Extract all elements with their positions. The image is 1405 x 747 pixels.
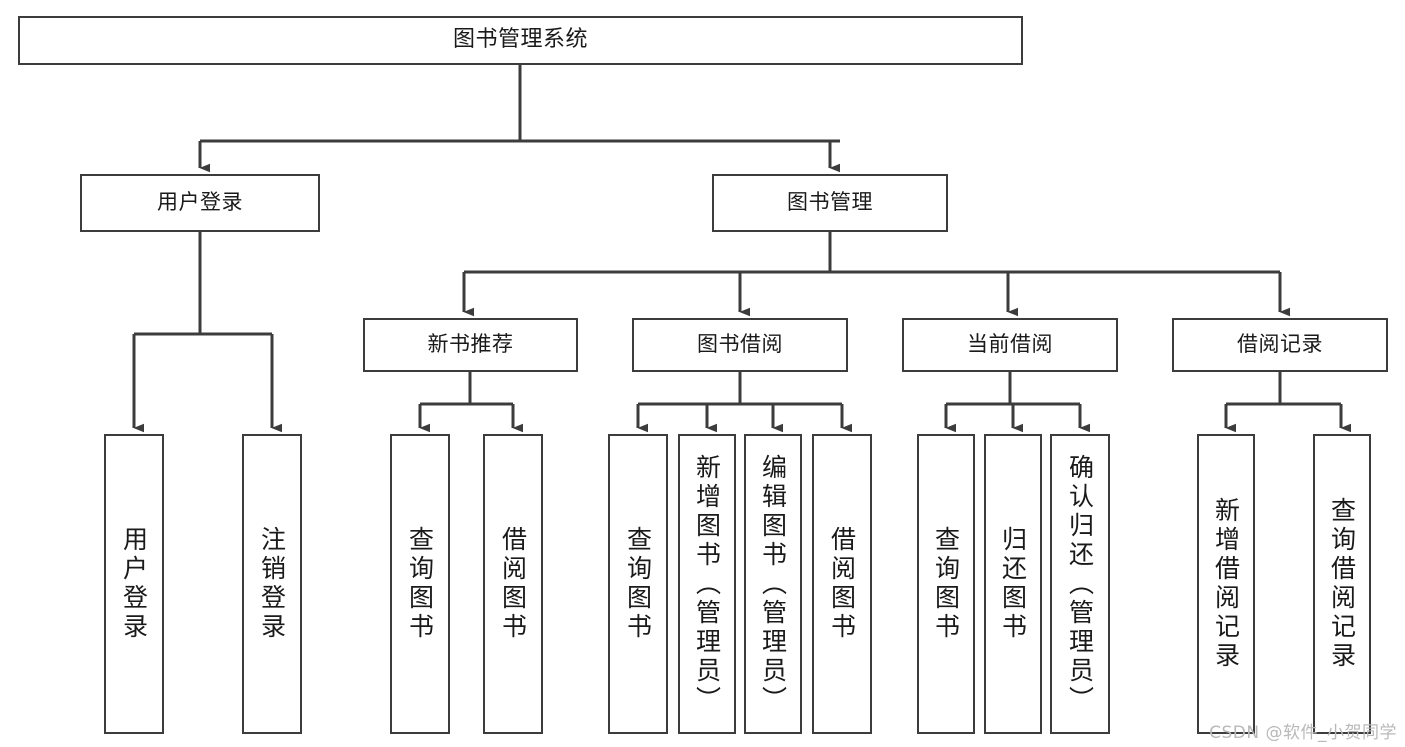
node-user-login-label: 用户登录 [157, 190, 243, 215]
node-borrow-record-label: 借阅记录 [1237, 332, 1323, 357]
node-borrow-record[interactable]: 借阅记录 [1172, 318, 1388, 372]
node-current-borrow[interactable]: 当前借阅 [902, 318, 1118, 372]
node-book-borrow-label: 图书借阅 [697, 332, 783, 357]
node-leaf-logout[interactable]: 注销登录 [242, 434, 302, 734]
node-root-label: 图书管理系统 [452, 27, 588, 53]
node-leaf-query-record[interactable]: 查询借阅记录 [1313, 434, 1371, 734]
node-leaf-query-book-2-label: 查询图书 [623, 526, 653, 642]
node-leaf-logout-label: 注销登录 [257, 526, 287, 642]
node-leaf-query-book-2[interactable]: 查询图书 [608, 434, 668, 734]
node-leaf-query-book-3-label: 查询图书 [931, 526, 961, 642]
node-leaf-confirm-return-label: 确认归还（管理员） [1065, 453, 1095, 715]
node-user-login[interactable]: 用户登录 [80, 174, 320, 232]
node-leaf-user-login[interactable]: 用户登录 [104, 434, 164, 734]
node-leaf-edit-book[interactable]: 编辑图书（管理员） [744, 434, 802, 734]
node-leaf-add-record-label: 新增借阅记录 [1211, 497, 1241, 671]
node-book-manage[interactable]: 图书管理 [712, 174, 948, 232]
node-leaf-add-book-label: 新增图书（管理员） [692, 453, 722, 715]
node-root[interactable]: 图书管理系统 [18, 16, 1023, 65]
node-leaf-return-book[interactable]: 归还图书 [984, 434, 1042, 734]
node-new-book-recommend-label: 新书推荐 [427, 332, 514, 357]
node-leaf-add-book[interactable]: 新增图书（管理员） [678, 434, 736, 734]
node-current-borrow-label: 当前借阅 [967, 332, 1053, 357]
node-leaf-user-login-label: 用户登录 [119, 526, 149, 642]
node-leaf-borrow-book-1[interactable]: 借阅图书 [483, 434, 543, 734]
node-leaf-borrow-book-2-label: 借阅图书 [827, 526, 857, 642]
node-new-book-recommend[interactable]: 新书推荐 [363, 318, 578, 372]
node-leaf-borrow-book-2[interactable]: 借阅图书 [812, 434, 872, 734]
node-leaf-query-book-3[interactable]: 查询图书 [917, 434, 975, 734]
node-book-borrow[interactable]: 图书借阅 [632, 318, 848, 372]
node-leaf-confirm-return[interactable]: 确认归还（管理员） [1050, 434, 1110, 734]
node-leaf-query-record-label: 查询借阅记录 [1327, 497, 1357, 671]
node-book-manage-label: 图书管理 [787, 190, 873, 215]
node-leaf-edit-book-label: 编辑图书（管理员） [758, 453, 788, 715]
node-leaf-borrow-book-1-label: 借阅图书 [498, 526, 528, 642]
node-leaf-query-book-1-label: 查询图书 [405, 526, 435, 642]
node-leaf-return-book-label: 归还图书 [998, 526, 1028, 642]
node-leaf-add-record[interactable]: 新增借阅记录 [1197, 434, 1255, 734]
watermark-text: CSDN @软件_小贺同学 [1209, 723, 1397, 743]
node-leaf-query-book-1[interactable]: 查询图书 [390, 434, 450, 734]
